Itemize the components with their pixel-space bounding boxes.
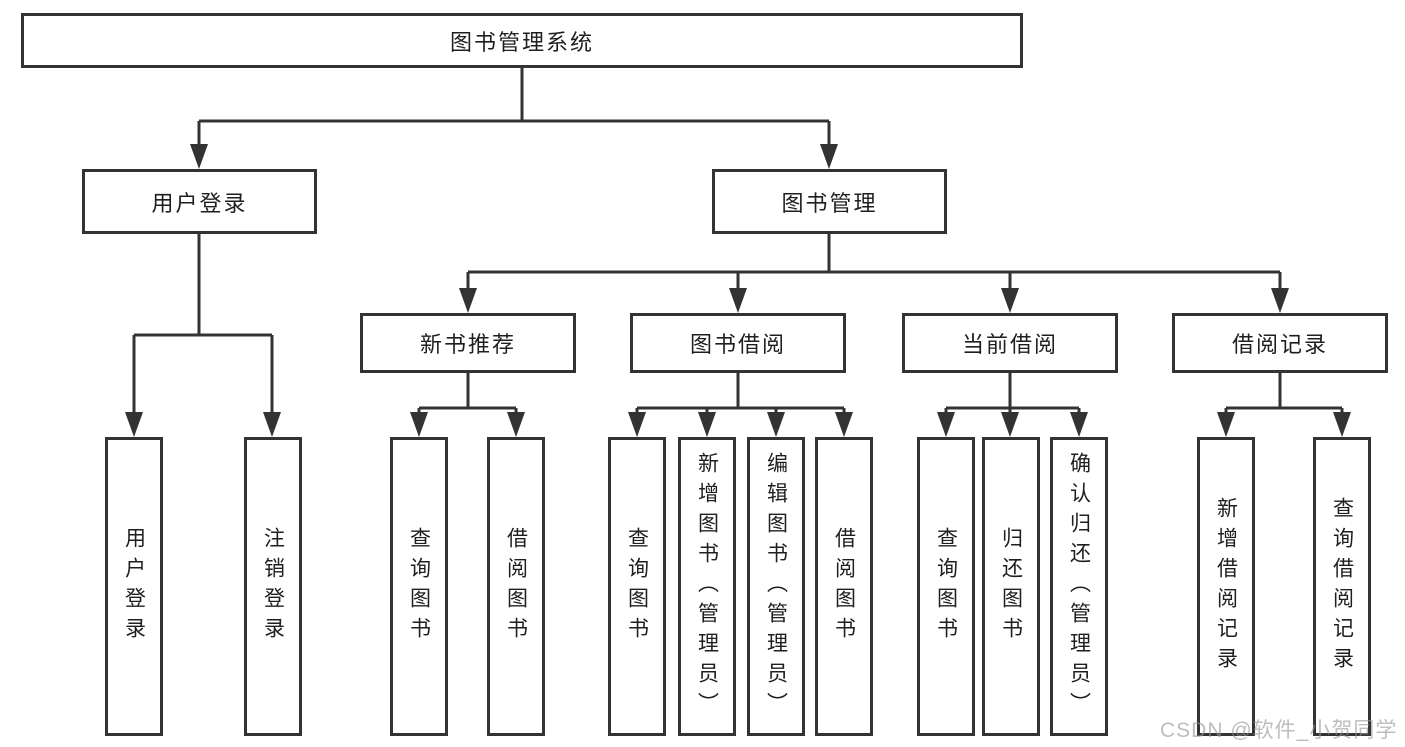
node-label: 归还图书 [999, 526, 1023, 647]
node-book-management: 图书管理 [712, 169, 947, 234]
leaf-edit-book-admin: 编辑图书（管理员） [747, 437, 805, 736]
leaf-query-books-3: 查询图书 [917, 437, 975, 736]
node-new-book-recommendation: 新书推荐 [360, 313, 576, 373]
leaf-confirm-return-admin: 确认归还（管理员） [1050, 437, 1108, 736]
node-label: 查询图书 [625, 526, 649, 647]
leaf-add-borrow-record: 新增借阅记录 [1197, 437, 1255, 736]
leaf-borrow-books: 借阅图书 [487, 437, 545, 736]
node-borrowing-records: 借阅记录 [1172, 313, 1388, 373]
node-label: 借阅记录 [1231, 332, 1328, 357]
node-user-login: 用户登录 [82, 169, 317, 234]
leaf-query-borrow-record: 查询借阅记录 [1313, 437, 1371, 736]
node-label: 新书推荐 [419, 332, 516, 357]
node-label: 借阅图书 [504, 526, 528, 647]
node-label: 用户登录 [151, 190, 248, 216]
node-label: 查询图书 [934, 526, 958, 647]
node-label: 新增图书（管理员） [695, 451, 719, 722]
node-label: 图书管理 [781, 190, 878, 216]
leaf-return-books: 归还图书 [982, 437, 1040, 736]
leaf-user-login: 用户登录 [105, 437, 163, 736]
leaf-query-books: 查询图书 [390, 437, 448, 736]
leaf-query-books-2: 查询图书 [608, 437, 666, 736]
node-label: 当前借阅 [961, 332, 1058, 357]
node-label: 借阅图书 [832, 526, 856, 647]
leaf-logout: 注销登录 [244, 437, 302, 736]
node-label: 查询借阅记录 [1330, 496, 1354, 677]
leaf-borrow-books-2: 借阅图书 [815, 437, 873, 736]
node-label: 查询图书 [407, 526, 431, 647]
node-book-borrowing: 图书借阅 [630, 313, 846, 373]
node-label: 图书管理系统 [449, 29, 594, 55]
node-label: 确认归还（管理员） [1067, 451, 1091, 722]
node-label: 注销登录 [261, 526, 285, 647]
node-label: 图书借阅 [689, 332, 786, 357]
watermark: CSDN @软件_小贺同学 [1160, 719, 1398, 742]
node-label: 用户登录 [122, 526, 146, 647]
leaf-add-book-admin: 新增图书（管理员） [678, 437, 736, 736]
node-label: 编辑图书（管理员） [764, 451, 788, 722]
node-current-borrowing: 当前借阅 [902, 313, 1118, 373]
node-library-system: 图书管理系统 [21, 13, 1023, 68]
node-label: 新增借阅记录 [1214, 496, 1238, 677]
